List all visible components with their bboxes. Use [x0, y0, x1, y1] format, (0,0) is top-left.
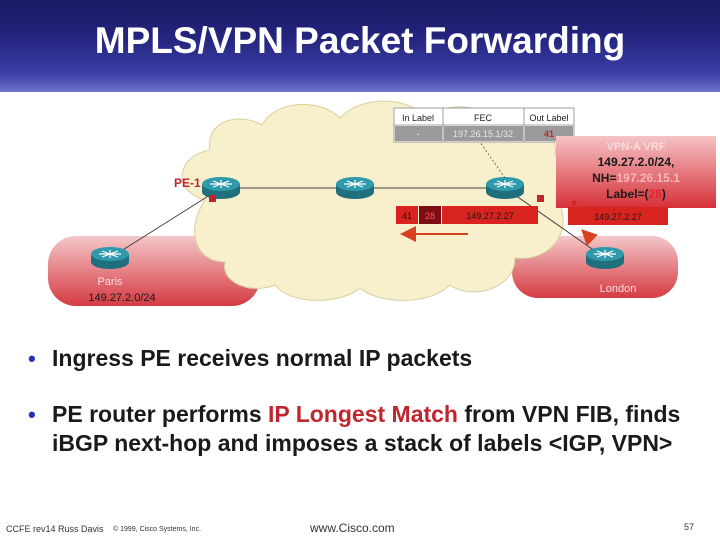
packet-ip-dest: 149.27.2.27: [466, 211, 514, 221]
bullet-dot: •: [28, 346, 36, 371]
footer-copyright: © 1999, Cisco Systems, Inc.: [113, 526, 202, 533]
vrf-title: VPN-A VRF: [607, 141, 666, 153]
lfib-cell-fec: 197.26.15.1/32: [453, 129, 513, 139]
title-bar: [0, 0, 720, 92]
router-p: [336, 177, 374, 199]
slide-title: MPLS/VPN Packet Forwarding: [94, 20, 626, 61]
vrf-label: Label=(28): [606, 187, 666, 201]
bullet-2-part-b: from VPN FIB, finds iBGP next-hop and im…: [52, 401, 681, 456]
bullet-2-part-a: PE router performs: [52, 401, 268, 427]
vrf-prefix: 149.27.2.0/24,: [598, 155, 675, 169]
bullet-2-text: PE router performs IP Longest Match from…: [52, 400, 692, 458]
vrf-nh-prefix: NH=: [592, 171, 616, 185]
paris-prefix: 149.27.2.0/24: [88, 292, 155, 304]
footer-url[interactable]: www.Cisco.com: [310, 521, 395, 535]
ip-packet-dest: 149.27.2.27: [594, 212, 642, 222]
vrf-label-prefix: Label=(: [606, 187, 648, 201]
vrf-label-suffix: ): [662, 187, 666, 201]
labeled-packet: 41 28 149.27.2.27: [396, 206, 538, 224]
pe1-label: PE-1: [174, 176, 201, 190]
router-pe2: [486, 177, 524, 199]
lfib-cell-out-label: 41: [544, 129, 554, 139]
lfib-cell-in-label: -: [417, 129, 420, 139]
vrf-nh-value: 197.26.15.1: [616, 171, 680, 185]
bullet-dot: •: [28, 402, 36, 427]
packet-label-vpn: 28: [425, 211, 435, 221]
ingress-arrow: [581, 229, 599, 247]
london-name: London: [600, 283, 637, 295]
paris-name: Paris: [97, 276, 123, 288]
packet-label-igp: 41: [402, 211, 412, 221]
router-pe1: [202, 177, 240, 199]
router-ce-london: [586, 247, 624, 269]
ingress-dot: [571, 200, 577, 206]
network-diagram: In Label FEC Out Label - 197.26.15.1/32 …: [48, 100, 716, 306]
vrf-label-value: 28: [649, 187, 663, 201]
vrf-update-box: VPN-A VRF 149.27.2.0/24, NH=197.26.15.1 …: [556, 136, 716, 208]
lfib-header-out-label: Out Label: [529, 113, 568, 123]
bullet-1-text: Ingress PE receives normal IP packets: [52, 345, 473, 371]
footer-course: CCFE rev14 Russ Davis: [6, 524, 104, 534]
pe2-interface-marker: [537, 195, 544, 202]
vrf-next-hop: NH=197.26.15.1: [592, 171, 680, 185]
lfib-table: In Label FEC Out Label - 197.26.15.1/32 …: [393, 107, 575, 143]
footer-page-number: 57: [684, 522, 695, 532]
bullet-2-highlight: IP Longest Match: [268, 401, 458, 427]
ip-packet: 149.27.2.27: [568, 207, 668, 225]
router-ce-paris: [91, 247, 129, 269]
pe1-interface-marker: [209, 195, 216, 202]
lfib-header-fec: FEC: [474, 113, 493, 123]
lfib-header-in-label: In Label: [402, 113, 434, 123]
